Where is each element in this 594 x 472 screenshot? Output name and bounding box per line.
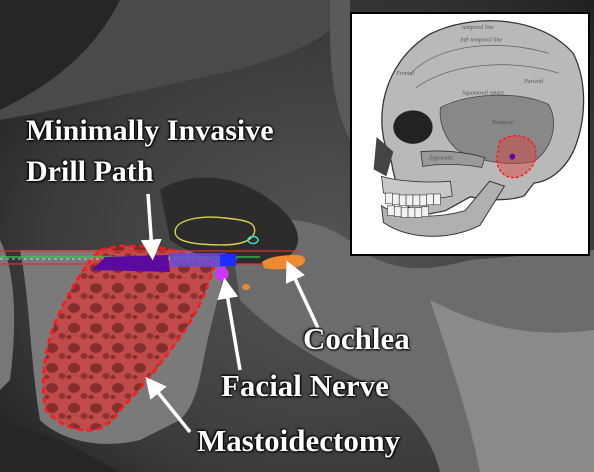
svg-text:Frontal: Frontal: [395, 71, 414, 77]
skull-inset: temporal line Infr temporal line Frontal…: [350, 12, 590, 256]
svg-text:Temporal: Temporal: [492, 120, 515, 126]
drill-path-label-line1: Minimally Invasive: [26, 116, 274, 146]
facial-nerve-marker: [216, 267, 229, 281]
skull-drill-entry-dot: [509, 154, 515, 160]
svg-text:Zygomatic: Zygomatic: [429, 156, 454, 162]
svg-text:Squamosal suture: Squamosal suture: [462, 91, 504, 97]
svg-text:Parietal: Parietal: [523, 79, 544, 85]
drill-target: [220, 254, 236, 266]
mastoidectomy-label: Mastoidectomy: [197, 425, 400, 456]
skull-illustration: temporal line Infr temporal line Frontal…: [352, 14, 588, 254]
skull-orbit: [393, 110, 432, 143]
svg-text:temporal line: temporal line: [462, 25, 494, 31]
facial-nerve-label: Facial Nerve: [221, 370, 389, 401]
drill-path-tunnel: [170, 253, 226, 267]
cochlea-label: Cochlea: [303, 323, 410, 354]
svg-text:Infr temporal line: Infr temporal line: [459, 37, 502, 44]
drill-path-label-line2: Drill Path: [26, 157, 154, 187]
